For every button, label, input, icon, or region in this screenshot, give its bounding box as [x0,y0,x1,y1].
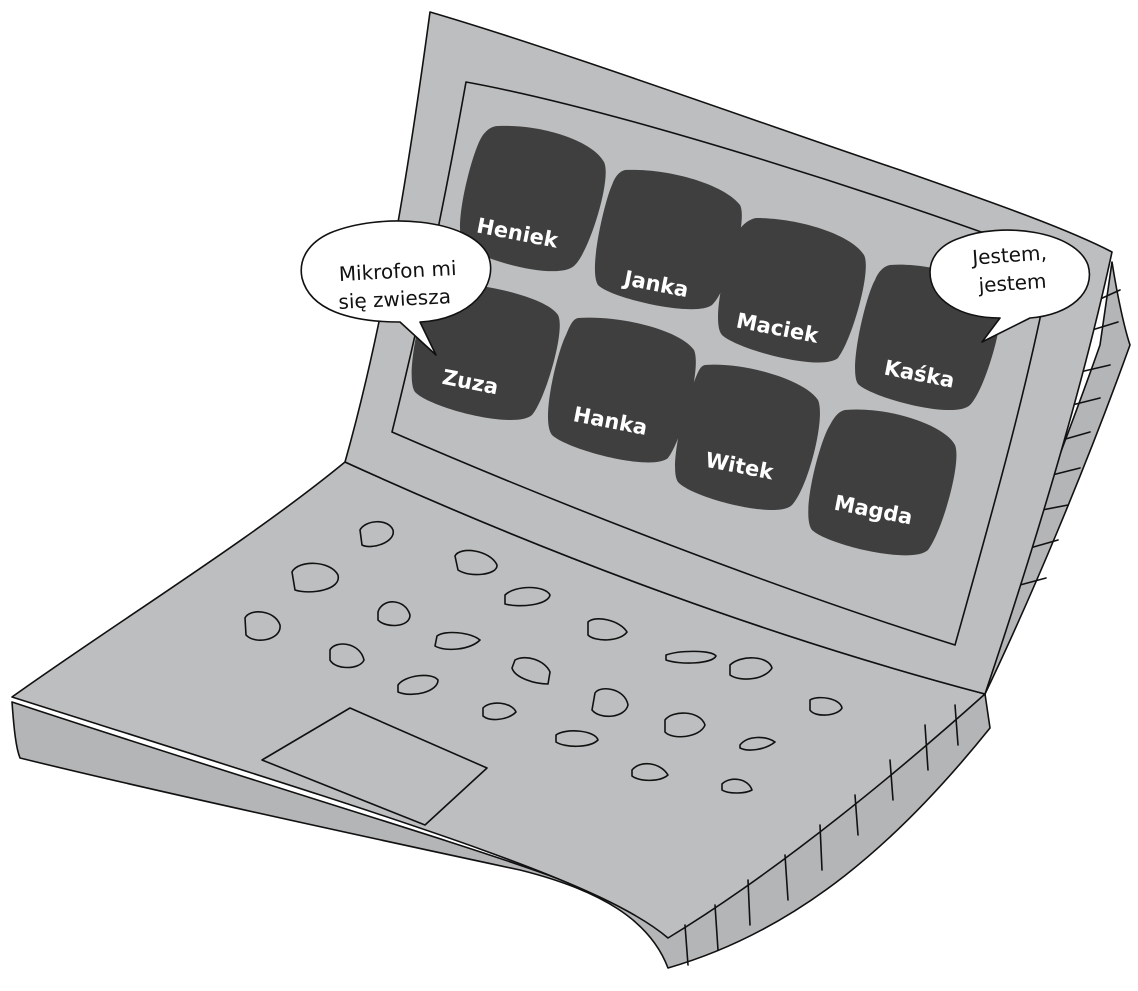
key [291,562,339,593]
key [721,778,753,794]
bubble-text-line-1: Jestem, [969,240,1047,269]
keyboard-keys [244,520,843,794]
participant-tile-witek[interactable]: Witek [675,364,820,511]
bubble-text-line-2: jestem [977,269,1047,298]
participant-grid: Heniek Janka Maciek Kaśka Zuza Hanka Wit… [411,125,1002,556]
participant-tile-maciek[interactable]: Maciek [718,218,866,363]
key [591,688,629,718]
key [377,601,411,627]
bubble-text-line-2: się zwiesza [338,284,452,314]
participant-tile-janka[interactable]: Janka [594,169,742,310]
key [329,643,365,669]
key [454,549,498,576]
key [434,631,481,651]
key [555,730,599,748]
key [511,656,551,685]
key [359,520,394,548]
key [482,702,517,721]
key [809,696,843,716]
key [244,611,281,641]
laptop-edge-segments [684,704,959,966]
speech-bubble-left: Mikrofon mi się zwiesza [300,220,492,356]
key [664,712,706,738]
key [397,674,439,696]
laptop-base [11,461,991,969]
participant-tile-heniek[interactable]: Heniek [460,125,606,272]
key [631,762,669,782]
key [665,650,717,664]
participant-tile-magda[interactable]: Magda [808,409,957,556]
participant-tile-hanka[interactable]: Hanka [547,317,696,463]
key [739,736,776,751]
key [729,657,773,680]
trackpad [261,707,488,826]
key [504,586,551,607]
key [587,618,628,641]
speech-bubble-right: Jestem, jestem [929,229,1091,343]
